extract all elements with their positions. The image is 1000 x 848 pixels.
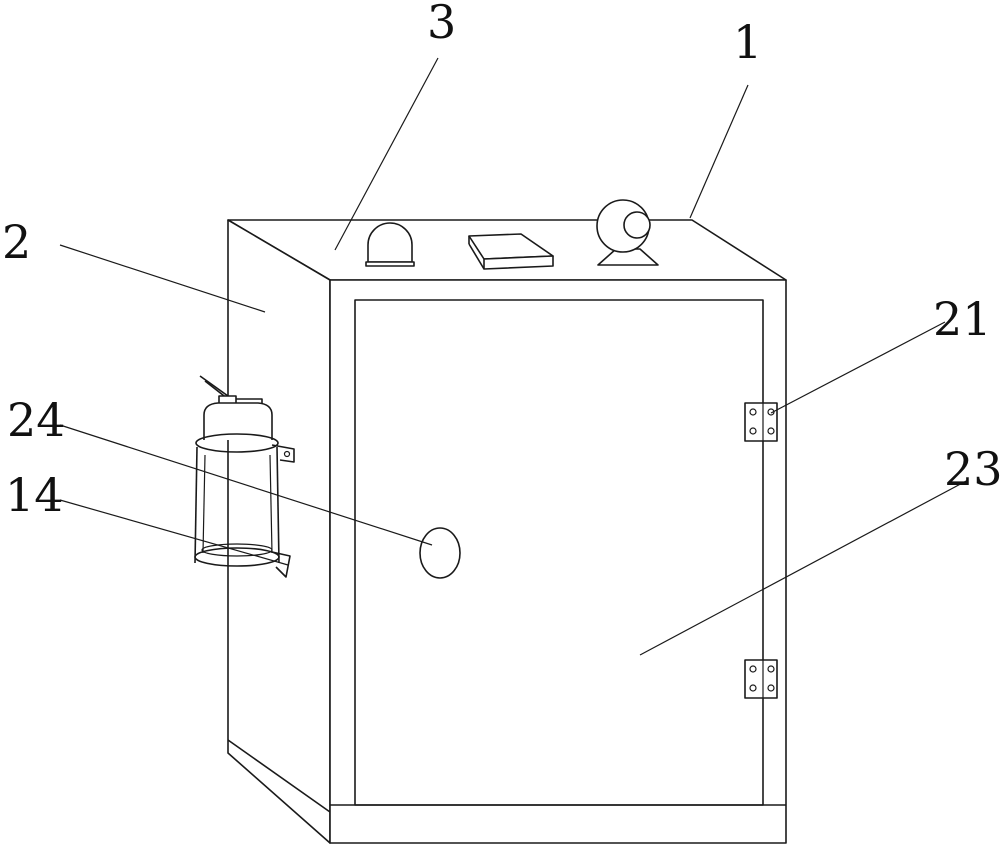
label-3: 3 [427, 0, 456, 49]
label-14: 14 [5, 468, 64, 522]
door-handle [420, 528, 460, 578]
hinge-lower [745, 660, 777, 698]
cabinet-body [228, 220, 786, 843]
label-23: 23 [944, 442, 1000, 496]
label-21: 21 [933, 292, 992, 346]
label-24: 24 [7, 393, 66, 447]
hinge-upper [745, 403, 777, 441]
cabinet-front-face [330, 280, 786, 843]
label-1: 1 [733, 15, 762, 69]
leader-21 [771, 322, 945, 413]
label-2: 2 [2, 215, 31, 269]
leader-1 [690, 85, 748, 218]
